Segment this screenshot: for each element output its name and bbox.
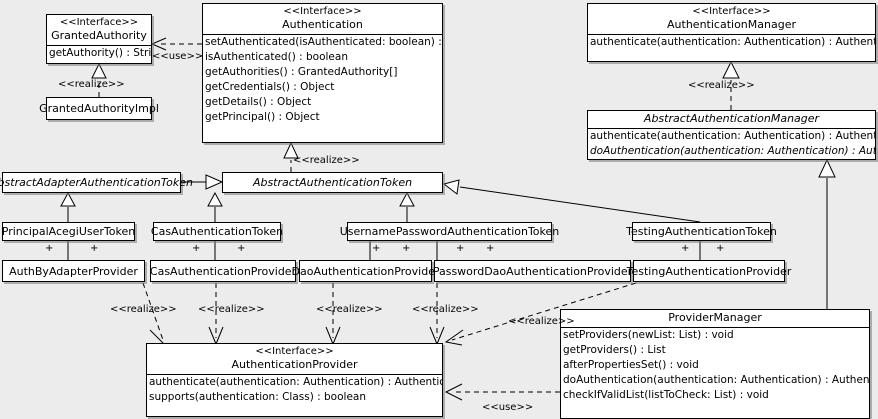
class-auth-by-adapter-provider[interactable]: AuthByAdapterProvider (2, 260, 145, 282)
operations-compartment: authenticate(authentication: Authenticat… (588, 128, 875, 159)
class-header: <<Interface>> AuthenticationProvider (147, 344, 442, 374)
class-authentication-provider[interactable]: <<Interface>> AuthenticationProvider aut… (146, 343, 443, 417)
class-name: AuthenticationManager (667, 18, 796, 31)
stereotype-label: <<Interface>> (255, 346, 334, 357)
class-granted-authority-impl[interactable]: GrantedAuthorityImpl (39, 97, 159, 120)
operations-compartment: setAuthenticated(isAuthenticated: boolea… (203, 34, 442, 125)
class-testing-authentication-token[interactable]: TestingAuthenticationToken (626, 222, 777, 241)
operations-compartment: getAuthority() : String (47, 45, 151, 61)
class-principal-acegi-user-token[interactable]: PrincipalAcegiUserToken (2, 222, 135, 241)
association-marker-plus: + (456, 243, 465, 254)
class-granted-authority[interactable]: <<Interface>> GrantedAuthority getAuthor… (46, 14, 152, 64)
operations-compartment: setProviders(newList: List) : void getPr… (561, 327, 869, 403)
operation: getDetails() : Object (205, 96, 312, 109)
operations-compartment: authenticate(authentication: Authenticat… (588, 34, 875, 50)
class-name: AuthenticationProvider (231, 358, 358, 371)
association-marker-plus: + (402, 243, 411, 254)
operation: doAuthentication(authentication: Authent… (563, 374, 869, 387)
operation: doAuthentication(authentication: Authent… (590, 145, 875, 158)
class-name: UsernamePasswordAuthenticationToken (339, 225, 560, 238)
operation: isAuthenticated() : boolean (205, 51, 348, 64)
class-name: PrincipalAcegiUserToken (1, 225, 136, 238)
edge-label-realize-dao: <<realize>> (316, 304, 383, 315)
class-testing-authentication-provider[interactable]: TestingAuthenticationProvider (627, 260, 791, 282)
class-name: AbstractAdapterAuthenticationToken (0, 176, 193, 189)
class-cas-authentication-provider[interactable]: CasAuthenticationProvider (150, 260, 296, 282)
edge-label-realize-cas: <<realize>> (198, 304, 265, 315)
operation: getAuthority() : String (49, 47, 151, 60)
class-username-password-authentication-token[interactable]: UsernamePasswordAuthenticationToken (340, 222, 559, 241)
stereotype-label: <<Interface>> (59, 17, 139, 28)
class-authentication-manager[interactable]: <<Interface>> AuthenticationManager auth… (587, 3, 876, 62)
association-marker-plus: + (237, 243, 246, 254)
class-cas-authentication-token[interactable]: CasAuthenticationToken (150, 222, 284, 241)
edge-label-realize-abstract-authentication-token: <<realize>> (293, 155, 360, 166)
class-name: GrantedAuthorityImpl (39, 102, 159, 115)
operation: supports(authentication: Class) : boolea… (149, 391, 366, 404)
edge-label-realize-abstract-authentication-manager: <<realize>> (688, 80, 755, 91)
class-abstract-authentication-manager[interactable]: AbstractAuthenticationManager authentica… (587, 110, 876, 160)
class-name: AbstractAuthenticationManager (643, 112, 820, 125)
class-name: Authentication (282, 18, 363, 31)
class-header: <<Interface>> AuthenticationManager (588, 4, 875, 34)
class-name: TestingAuthenticationToken (626, 225, 777, 238)
edge-label-use-granted-authority: <<use>> (152, 51, 204, 62)
class-name: AuthByAdapterProvider (9, 264, 138, 278)
operation: getPrincipal() : Object (205, 111, 320, 124)
association-marker-plus: + (372, 243, 381, 254)
class-password-dao-authentication-provider[interactable]: PasswordDaoAuthenticationProvider (432, 260, 633, 282)
class-name: AbstractAuthenticationToken (252, 176, 413, 189)
class-abstract-authentication-token[interactable]: AbstractAuthenticationToken (222, 172, 443, 193)
association-marker-plus: + (681, 243, 690, 254)
class-header: <<Interface>> GrantedAuthority (47, 15, 151, 45)
stereotype-label: <<Interface>> (692, 6, 771, 17)
operation: authenticate(authentication: Authenticat… (590, 130, 875, 143)
class-name: DaoAuthenticationProvider (291, 264, 440, 278)
association-marker-plus: + (45, 243, 54, 254)
operation: getAuthorities() : GrantedAuthority[] (205, 66, 398, 79)
class-provider-manager[interactable]: ProviderManager setProviders(newList: Li… (560, 309, 870, 419)
association-marker-plus: + (90, 243, 99, 254)
operations-compartment: authenticate(authentication: Authenticat… (147, 374, 442, 405)
class-abstract-adapter-authentication-token[interactable]: AbstractAdapterAuthenticationToken (0, 172, 193, 193)
operation: setProviders(newList: List) : void (563, 329, 734, 342)
association-marker-plus: + (716, 243, 725, 254)
operation: afterPropertiesSet() : void (563, 359, 699, 372)
edge-label-realize-auth-by-adapter: <<realize>> (110, 304, 177, 315)
class-header: ProviderManager (561, 310, 869, 327)
association-marker-plus: + (192, 243, 201, 254)
class-name: CasAuthenticationToken (150, 225, 284, 238)
edge-label-realize-password-dao: <<realize>> (412, 304, 479, 315)
association-marker-plus: + (486, 243, 495, 254)
class-authentication[interactable]: <<Interface>> Authentication setAuthenti… (202, 3, 443, 143)
edge-label-use-provider-manager: <<use>> (482, 402, 534, 413)
edge-label-realize-granted-authority-impl: <<realize>> (58, 79, 125, 90)
operation: authenticate(authentication: Authenticat… (149, 376, 442, 389)
class-dao-authentication-provider[interactable]: DaoAuthenticationProvider (292, 260, 440, 282)
class-name: TestingAuthenticationProvider (626, 264, 792, 278)
operation: getCredentials() : Object (205, 81, 335, 94)
class-header: AbstractAuthenticationManager (588, 111, 875, 128)
operation: checkIfValidList(listToCheck: List) : vo… (563, 389, 769, 402)
class-header: <<Interface>> Authentication (203, 4, 442, 34)
operation: getProviders() : List (563, 344, 666, 357)
operation: authenticate(authentication: Authenticat… (590, 36, 875, 49)
class-name: CasAuthenticationProvider (149, 264, 297, 278)
class-name: ProviderManager (668, 311, 762, 324)
class-name: GrantedAuthority (51, 29, 147, 42)
stereotype-label: <<Interface>> (283, 6, 362, 17)
edge-label-realize-testing: <<realize>> (508, 316, 575, 327)
class-name: PasswordDaoAuthenticationProvider (432, 264, 633, 278)
operation: setAuthenticated(isAuthenticated: boolea… (205, 36, 442, 49)
